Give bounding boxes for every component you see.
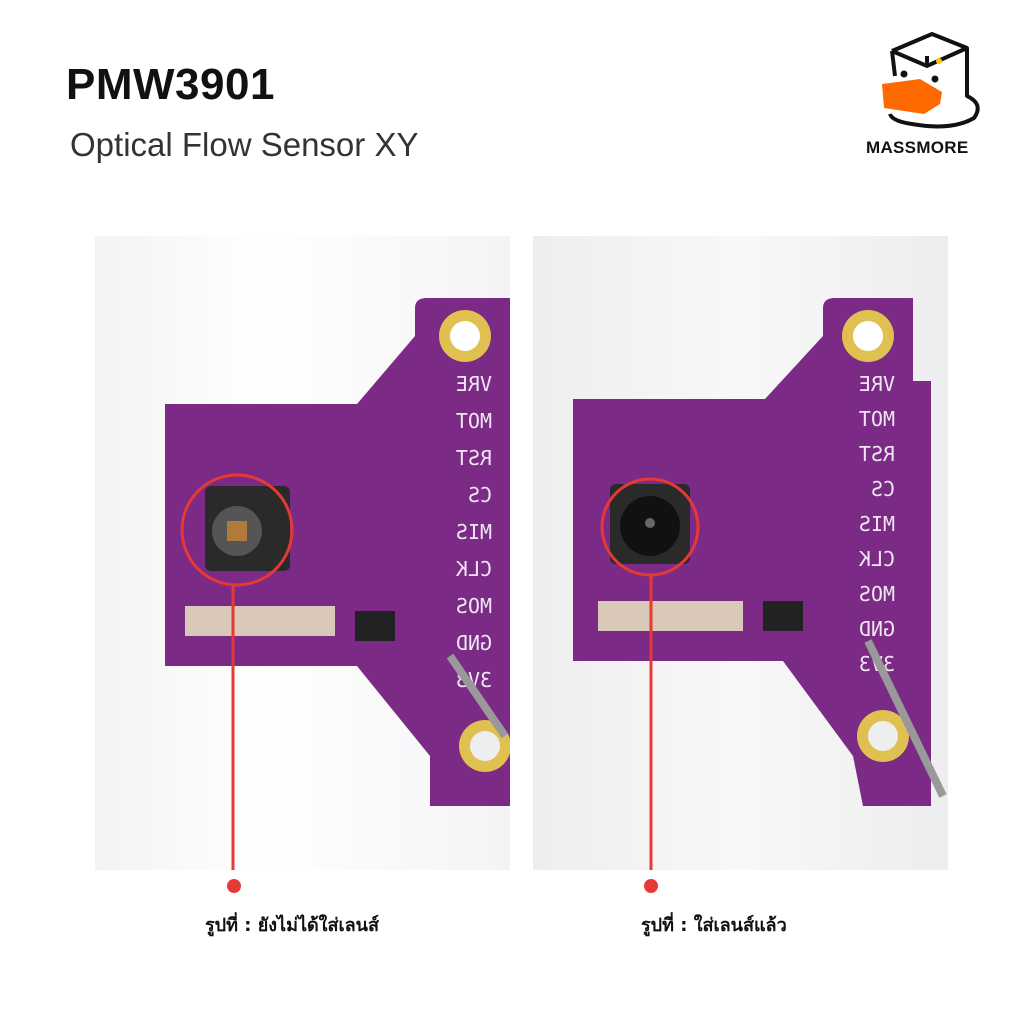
pointer-dot-icon [227,879,241,893]
pin-label: CLK [456,557,492,581]
pin-label: MOT [859,407,895,431]
pointer-dot-icon [644,879,658,893]
pin-label: VRE [859,372,895,396]
pin-label: MIS [859,512,895,536]
photo-with-lens: VRE MOT RST CS MIS CLK MOS GND 3V3 [533,236,948,870]
massmore-logo-icon [882,32,980,129]
pin-label: CS [871,477,895,501]
pin-label: CS [468,483,492,507]
pin-label: RST [859,442,895,466]
pin-label: GND [456,631,492,655]
photo-without-lens: VRE MOT RST CS MIS CLK MOS GND 3V3 [95,236,510,870]
pin-label: MIS [456,520,492,544]
pin-label: MOS [456,594,492,618]
pin-label: CLK [859,547,895,571]
caption-without-lens: รูปที่ : ยังไม่ได้ใส่เลนส์ [205,915,379,936]
pin-label: MOS [859,582,895,606]
pin-label: VRE [456,372,492,396]
caption-with-lens: รูปที่ : ใส่เลนส์แล้ว [641,915,787,936]
brand-name: MASSMORE [866,138,969,157]
pin-label: GND [859,617,895,641]
pin-label: MOT [456,409,492,433]
page-title: PMW3901 [66,60,275,109]
page-subtitle: Optical Flow Sensor XY [70,126,419,163]
highlight-circle [180,473,294,587]
pin-label: RST [456,446,492,470]
